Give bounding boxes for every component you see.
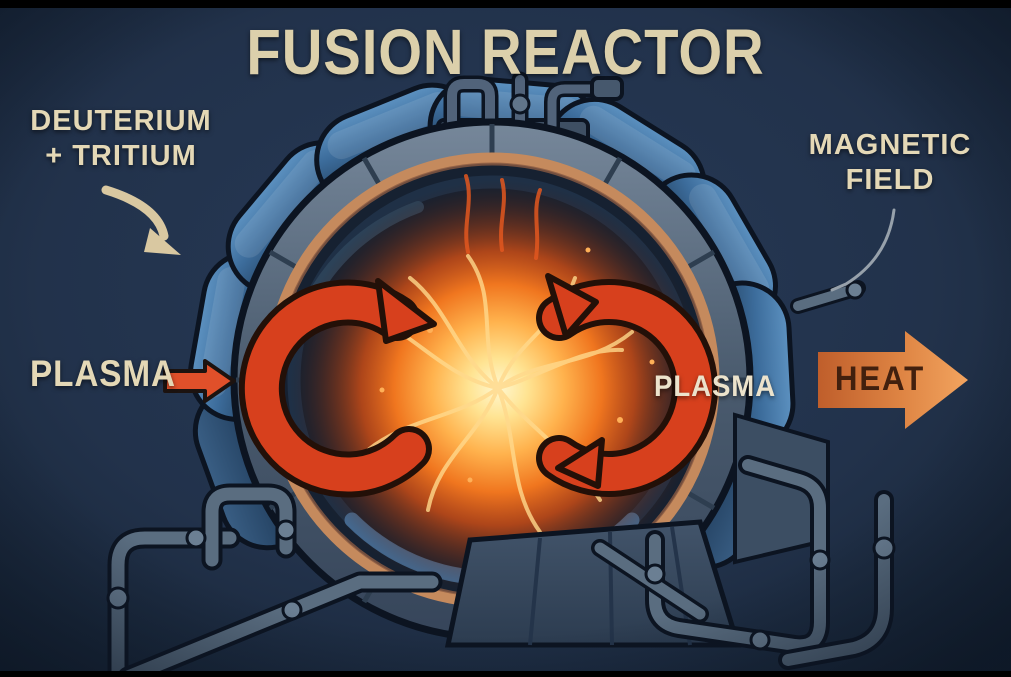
fuel-arrow (101, 185, 181, 255)
page-title: FUSION REACTOR (246, 16, 765, 88)
magnetic-field-leader-line (830, 208, 896, 292)
heat-arrow (818, 331, 968, 429)
top-edge-bar (0, 0, 1011, 8)
magnetic-label-line2: FIELD (845, 163, 935, 196)
bottom-edge-bar (0, 671, 1011, 677)
label-plasma-left: PLASMA (30, 353, 177, 394)
label-plasma-right: PLASMA (654, 370, 777, 403)
label-magnetic-field: MAGNETIC FIELD (802, 128, 978, 198)
plasma-inlet-arrow (163, 359, 236, 403)
magnetic-label-line1: MAGNETIC (808, 129, 972, 161)
fuel-label-line1: DEUTERIUM (30, 105, 212, 137)
label-heat: HEAT (834, 360, 926, 398)
fuel-label-line2: + TRITIUM (45, 139, 197, 172)
label-deuterium-tritium: DEUTERIUM + TRITIUM (16, 104, 226, 174)
